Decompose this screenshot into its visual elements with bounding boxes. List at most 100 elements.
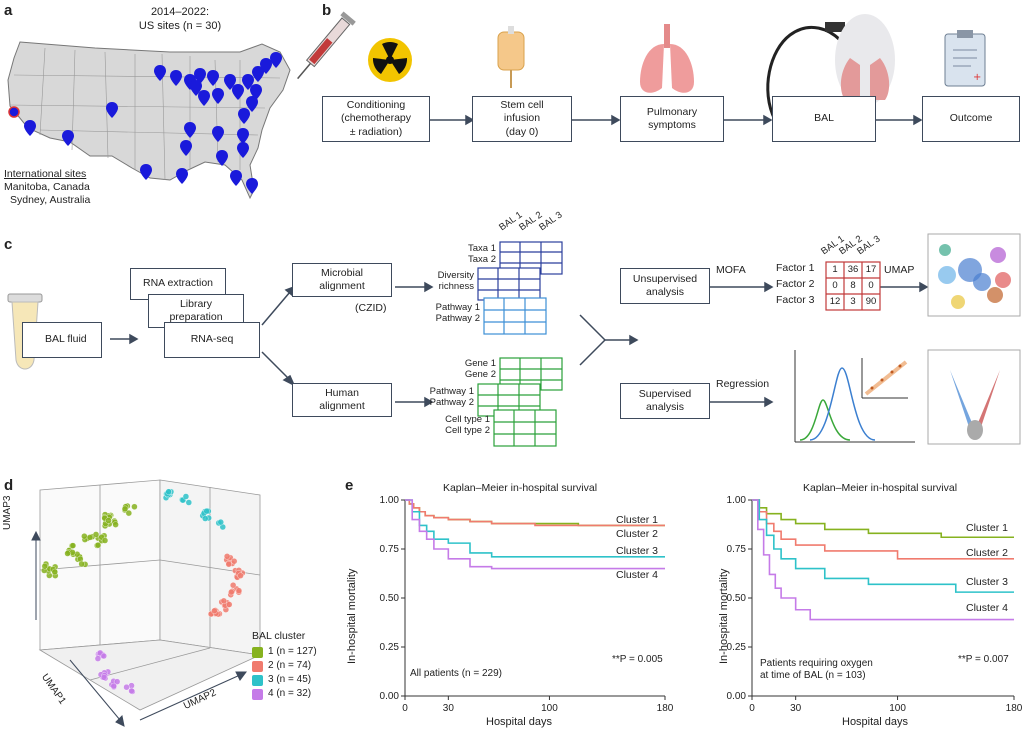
umap-3d-plot bbox=[31, 479, 262, 727]
site-pin-icon bbox=[198, 90, 210, 106]
site-pin-icon bbox=[184, 122, 196, 138]
factor-matrix-cell: 1 bbox=[832, 264, 838, 275]
row-label: Pathway 2 bbox=[429, 397, 474, 408]
site-pin-icon bbox=[207, 70, 219, 86]
umap-point bbox=[78, 560, 85, 568]
site-pin-icon bbox=[194, 68, 206, 84]
umap-point bbox=[128, 687, 135, 695]
km-right-cluster-label: Cluster 2 bbox=[966, 547, 1009, 559]
y-tick-label: 1.00 bbox=[727, 495, 747, 506]
syringe-icon bbox=[297, 11, 356, 80]
umap-point bbox=[51, 568, 58, 576]
site-pin-icon bbox=[176, 168, 188, 184]
y-tick-label: 0.50 bbox=[727, 593, 747, 604]
km-right-pvalue: **P = 0.007 bbox=[958, 654, 1009, 665]
umap-point bbox=[86, 534, 94, 541]
bal-cluster-legend-title: BAL cluster bbox=[252, 630, 306, 642]
umap-point bbox=[237, 572, 244, 579]
radiation-icon bbox=[368, 38, 412, 82]
umap-thumbnail bbox=[927, 233, 1021, 317]
umap-point bbox=[112, 521, 119, 528]
us-map bbox=[7, 41, 291, 200]
umap-point bbox=[94, 541, 102, 549]
x-tick-label: 180 bbox=[1006, 703, 1023, 714]
row-label: Pathway 1 bbox=[429, 386, 474, 397]
pipeline-graphics bbox=[7, 233, 1021, 447]
umap-point bbox=[113, 678, 121, 685]
legend-label: 1 (n = 127) bbox=[268, 646, 317, 657]
km-left-note: All patients (n = 229) bbox=[410, 668, 502, 679]
umap-point bbox=[69, 542, 77, 549]
site-pin-icon bbox=[212, 88, 224, 104]
factor-matrix-cell: 8 bbox=[850, 280, 856, 291]
row-label: Diversity bbox=[437, 270, 474, 281]
bronchoscope-icon bbox=[766, 14, 895, 121]
x-tick-label: 30 bbox=[443, 703, 455, 714]
lungs-icon bbox=[640, 24, 694, 93]
row-label: Cell type 2 bbox=[445, 425, 490, 436]
umap-axis-arrows bbox=[31, 530, 247, 727]
site-pin-icon bbox=[140, 164, 152, 180]
x-tick-label: 30 bbox=[790, 703, 802, 714]
legend-item: 2 (n = 74) bbox=[252, 660, 311, 673]
factor-label: Factor 3 bbox=[776, 294, 815, 306]
x-tick-label: 180 bbox=[657, 703, 674, 714]
human-matrices bbox=[477, 357, 563, 447]
row-label: Cell type 1 bbox=[445, 414, 490, 425]
y-tick-label: 0.25 bbox=[727, 642, 747, 653]
y-tick-label: 0.25 bbox=[380, 642, 400, 653]
czid-label: (CZID) bbox=[355, 302, 387, 314]
us-site-pins bbox=[24, 52, 282, 194]
row-label: Gene 2 bbox=[464, 369, 496, 380]
umap-point bbox=[100, 652, 108, 660]
km-right-note-2: at time of BAL (n = 103) bbox=[760, 670, 866, 681]
site-pin-icon bbox=[190, 80, 202, 96]
pipeline-arrows bbox=[110, 281, 929, 408]
umap-point bbox=[81, 533, 88, 540]
row-label: Pathway 1 bbox=[435, 302, 480, 313]
km-series-line bbox=[752, 499, 1014, 560]
bal-fluid-box: BAL fluid bbox=[22, 322, 102, 358]
site-pin-icon bbox=[237, 128, 249, 144]
km-right-ylabel: In-hospital mortality bbox=[718, 568, 730, 664]
international-heading: International sites bbox=[4, 168, 87, 180]
umap-point bbox=[105, 517, 112, 524]
umap-point bbox=[225, 561, 232, 568]
site-pin-icon bbox=[238, 108, 250, 124]
regression-density-plot bbox=[794, 350, 915, 443]
y-tick-label: 0.75 bbox=[727, 544, 747, 555]
km-right-cluster-label: Cluster 4 bbox=[966, 602, 1009, 614]
panel-label-d: d bbox=[4, 477, 14, 494]
panel-label-e: e bbox=[345, 477, 354, 494]
factor-matrix-cell: 17 bbox=[865, 264, 877, 275]
km-right-cluster-label: Cluster 3 bbox=[966, 576, 1009, 588]
umap-point bbox=[235, 587, 243, 594]
factor-label: Factor 1 bbox=[776, 262, 815, 274]
axis-umap3: UMAP3 bbox=[2, 495, 13, 530]
intl-site: Sydney, Australia bbox=[10, 194, 91, 207]
microbial-matrices bbox=[477, 241, 563, 301]
legend-label: 4 (n = 32) bbox=[268, 688, 312, 699]
site-pin-icon bbox=[252, 66, 264, 82]
site-pin-icon bbox=[270, 52, 282, 68]
legend-label: 3 (n = 45) bbox=[268, 674, 312, 685]
site-pin-icon bbox=[180, 140, 192, 156]
km-right-title: Kaplan–Meier in-hospital survival bbox=[802, 482, 958, 494]
umap-point bbox=[94, 655, 102, 662]
umap-point bbox=[220, 597, 228, 605]
site-pin-icon bbox=[24, 120, 36, 136]
panel-label-b: b bbox=[322, 2, 332, 19]
mofa-label: MOFA bbox=[716, 264, 746, 276]
y-tick-label: 0.75 bbox=[380, 544, 400, 555]
timeline-illustrations: + bbox=[297, 11, 986, 126]
legend-swatch bbox=[252, 660, 263, 672]
umap-point bbox=[64, 550, 71, 557]
km-series-line bbox=[405, 499, 665, 558]
step-conditioning: Conditioning(chemotherapy± radiation) bbox=[322, 96, 430, 142]
row-label: Pathway 2 bbox=[435, 313, 480, 324]
